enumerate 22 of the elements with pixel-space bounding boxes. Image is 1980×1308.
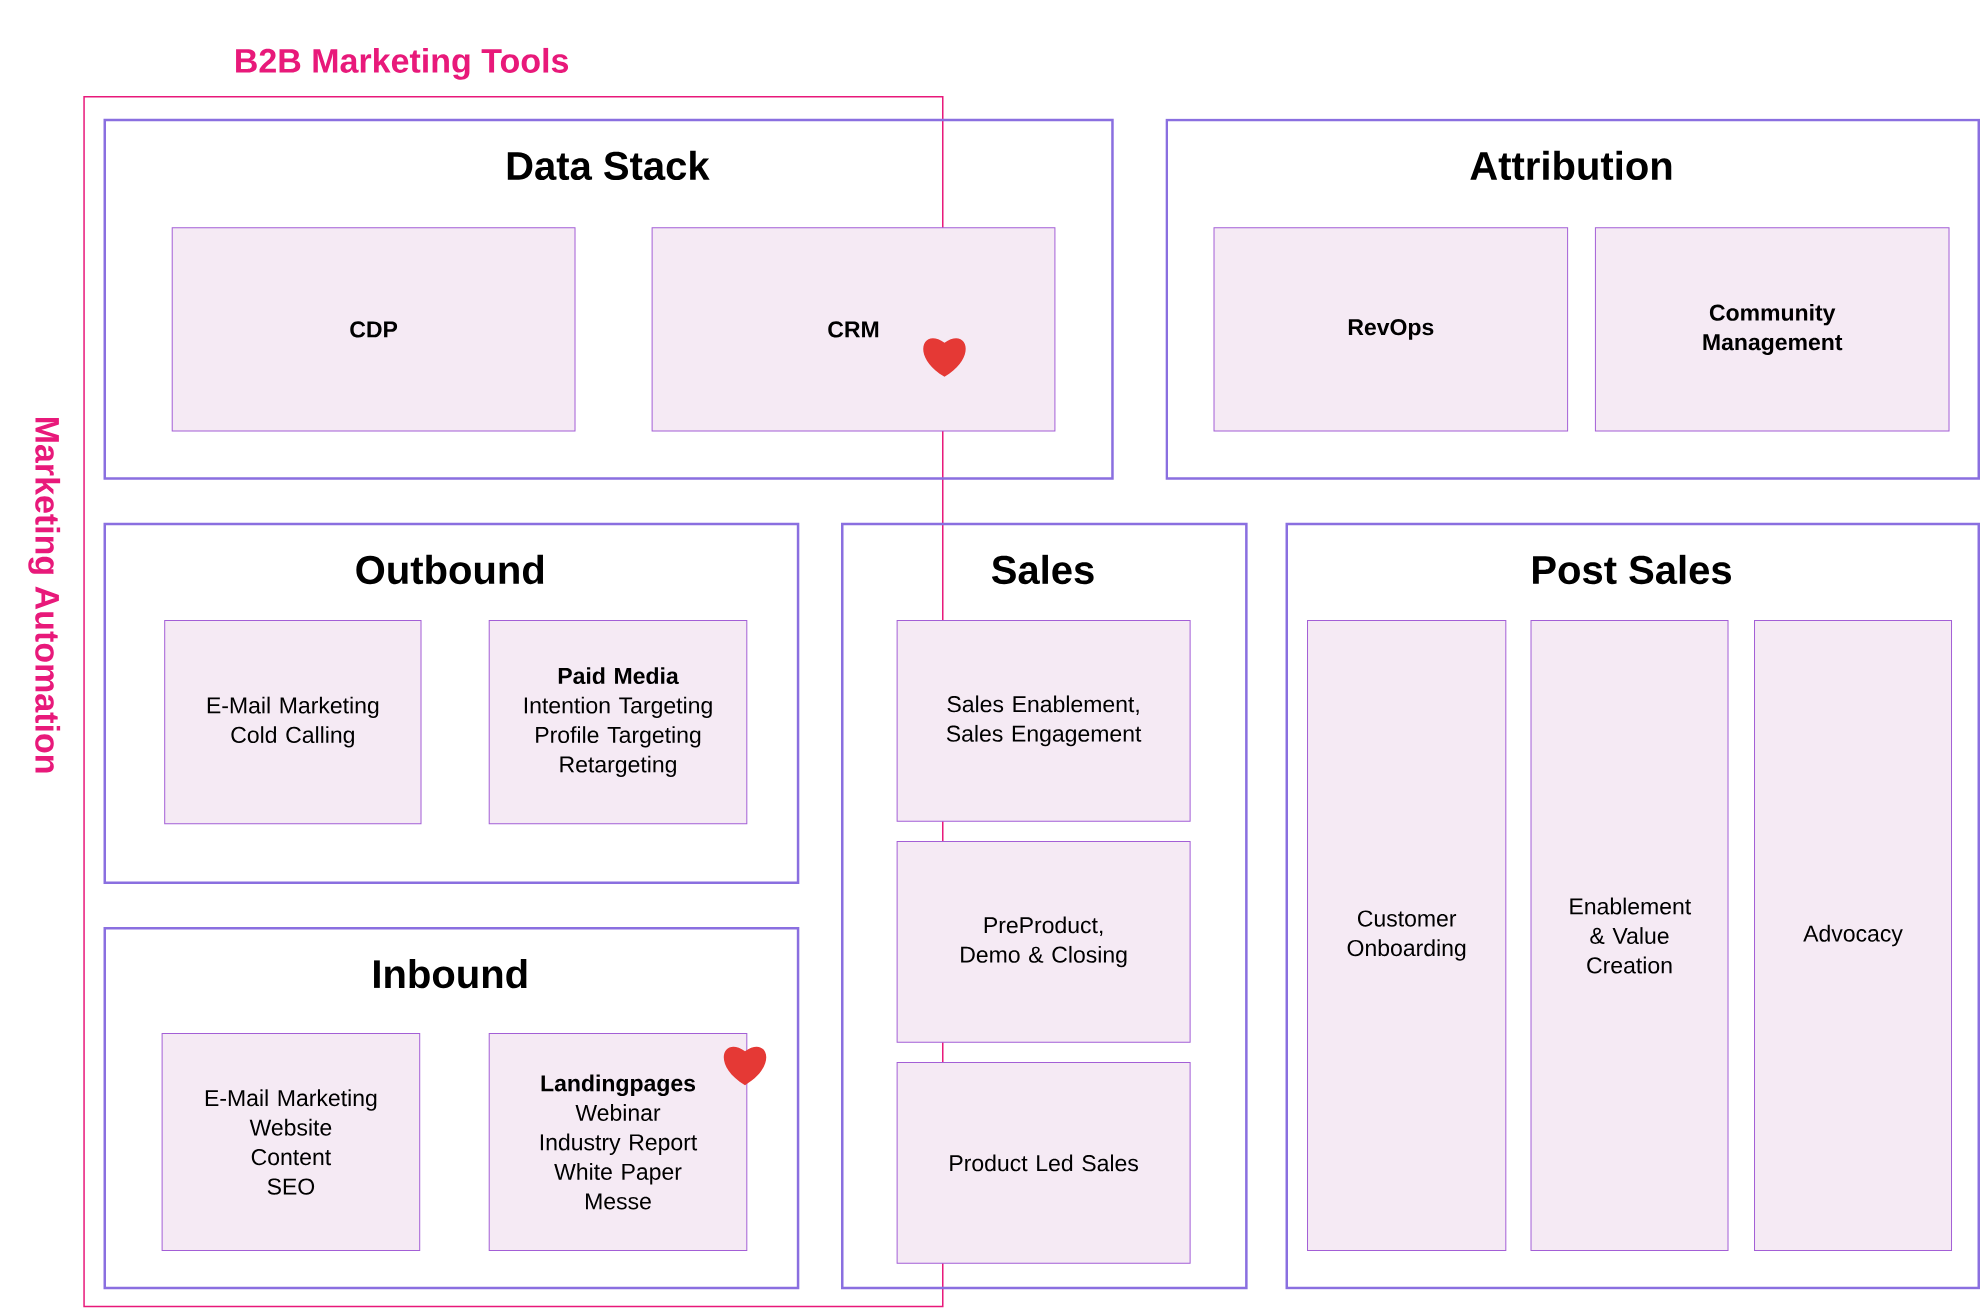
- category-box: Enablement & Value Creation: [1530, 620, 1729, 1252]
- group-title: B2B Marketing Tools: [236, 47, 569, 80]
- category-box: RevOps: [1213, 227, 1569, 432]
- category-box: E-Mail Marketing Website Content SEO: [161, 1032, 421, 1252]
- category-box: Sales Enablement, Sales Engagement: [896, 620, 1191, 822]
- category-box: Customer Onboarding: [1307, 620, 1507, 1252]
- category-box: Paid Media Intention Targeting Profile Targeting Retargeting: [488, 620, 748, 825]
- category-box: E-Mail Marketing Cold Calling: [164, 620, 422, 825]
- category-box: Landingpages Webinar Industry Report White Paper Messe: [488, 1032, 748, 1252]
- group-heading: Post Sales: [1533, 554, 1731, 585]
- group-heading: Outbound: [356, 554, 544, 585]
- category-box: Community Management: [1594, 227, 1950, 432]
- group-heading: Attribution: [1470, 150, 1672, 181]
- group-heading: Sales: [991, 554, 1094, 585]
- category-box: PreProduct, Demo & Closing: [896, 841, 1191, 1043]
- category-box: CRM: [651, 227, 1056, 432]
- category-box: Product Led Sales: [896, 1062, 1191, 1264]
- group-title: Marketing Automation: [28, 417, 61, 773]
- group-heading: Inbound: [374, 958, 527, 989]
- group-heading: Data Stack: [507, 150, 710, 181]
- category-box: CDP: [171, 227, 576, 432]
- category-box: Advocacy: [1754, 620, 1952, 1252]
